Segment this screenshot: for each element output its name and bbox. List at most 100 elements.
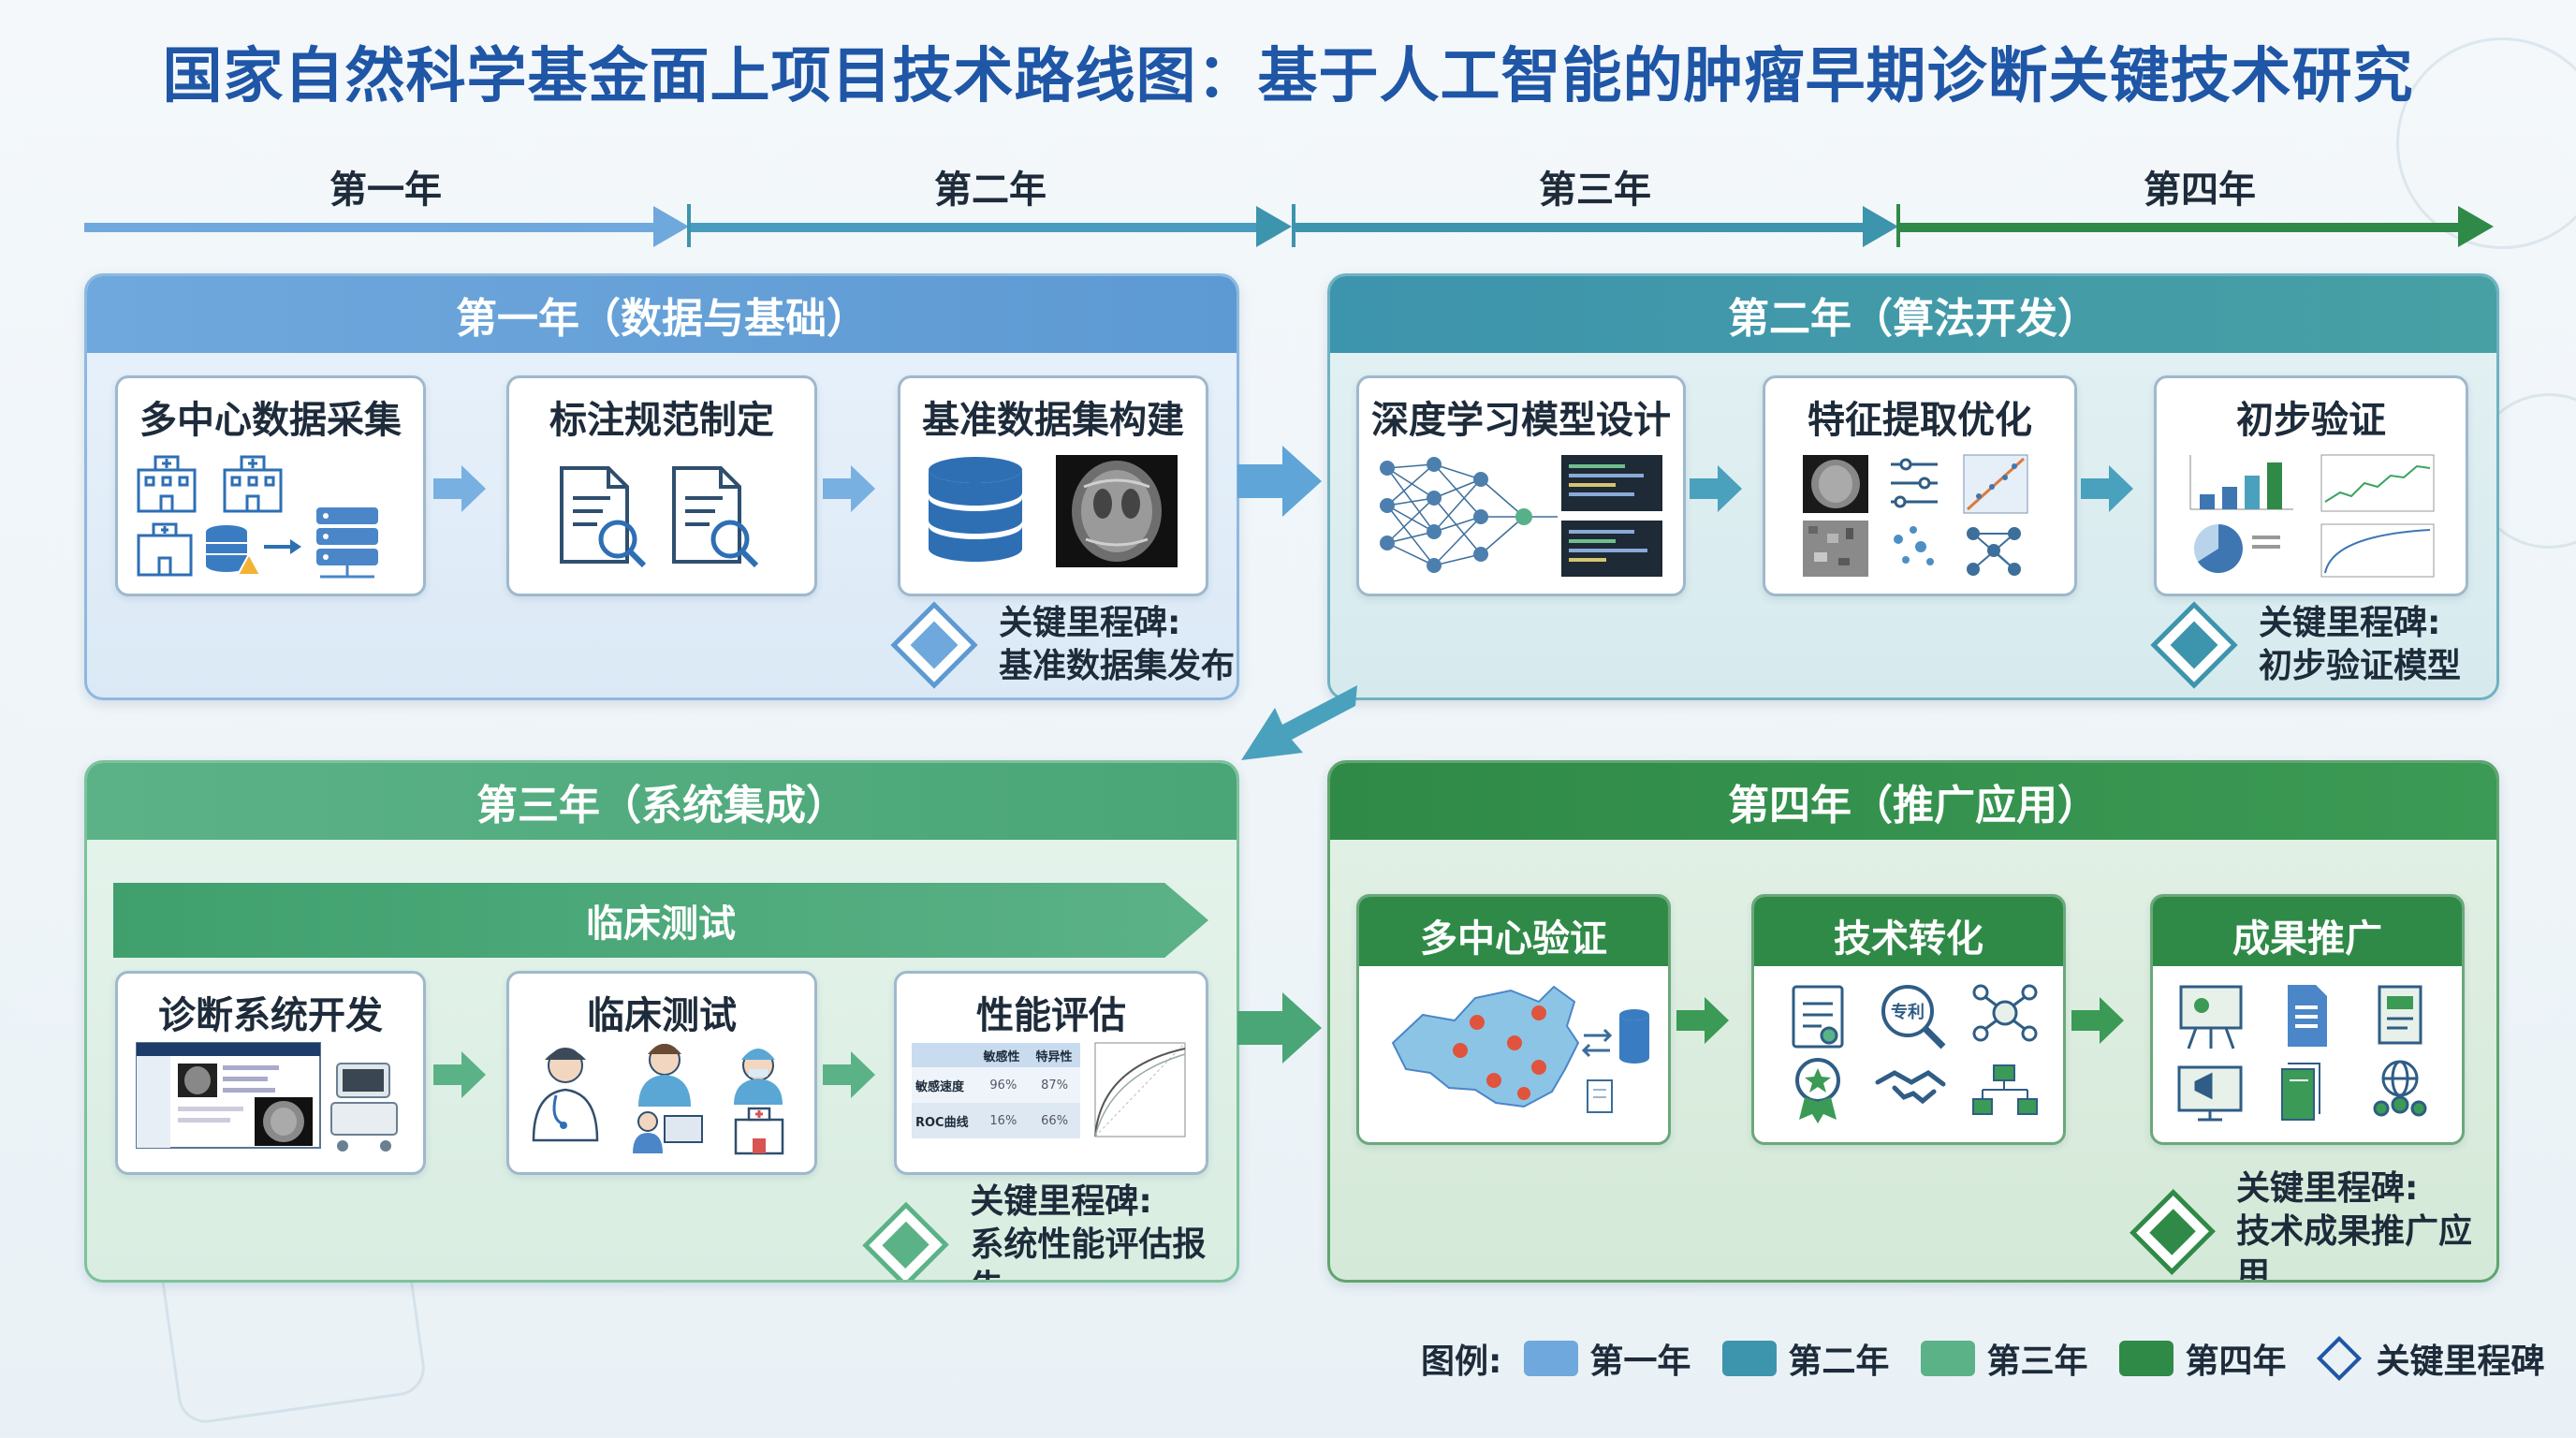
card-multicenter-validation: 多中心验证	[1356, 894, 1671, 1145]
timeline-label-year1: 第一年	[329, 169, 442, 212]
legend-item-milestone: 关键里程碑	[2317, 1334, 2544, 1383]
card-title: 成果推广	[2232, 917, 2382, 961]
pie-chart-image	[2194, 524, 2280, 573]
server-icon	[316, 507, 378, 579]
award-badge-icon	[1795, 1058, 1840, 1123]
panel-year3: 第三年（系统集成） 临床测试 诊断系统开发	[84, 760, 1239, 1283]
bar-chart-image	[2189, 455, 2293, 510]
milestone-diamond-icon	[2150, 601, 2238, 689]
milestone-diamond-icon	[2317, 1335, 2363, 1382]
panel-header-year1: 第一年（数据与基础）	[87, 276, 1237, 353]
card-clinical-testing: 临床测试	[506, 971, 817, 1175]
card-title: 临床测试	[587, 994, 737, 1037]
card-title: 性能评估	[976, 994, 1126, 1037]
card-title: 基准数据集构建	[922, 399, 1184, 442]
timeline-arrow-year2	[691, 206, 1292, 247]
panel-year4: 第四年（推广应用） 多中心验证	[1327, 760, 2499, 1283]
timeline-tick	[1896, 204, 1900, 247]
milestone-label: 关键里程碑:	[2236, 1169, 2419, 1208]
legend-item-year1: 第一年	[1524, 1334, 1690, 1383]
card-diagnosis-system: 诊断系统开发	[115, 971, 426, 1175]
scatter-dots-icon	[1894, 526, 1934, 565]
roc-curve-image	[1094, 1042, 1186, 1137]
legend-item-year2: 第二年	[1722, 1334, 1889, 1383]
china-map-illustration	[1374, 977, 1653, 1129]
neural-network-icon	[1386, 463, 1558, 566]
brain-mri-image	[1056, 455, 1178, 567]
doctor-icon	[532, 1048, 599, 1142]
milestone-diamond-icon	[890, 601, 978, 689]
org-chart-icon	[1972, 1064, 2038, 1115]
document-icon	[2288, 985, 2327, 1047]
milestone-year2: 关键里程碑: 初步验证模型	[2150, 601, 2462, 689]
document-search-illustration	[524, 449, 799, 580]
table-header: 特异性	[1035, 1049, 1073, 1064]
handshake-icon	[1875, 1070, 1946, 1105]
hospital-database-illustration	[133, 449, 408, 580]
card-title: 诊断系统开发	[158, 994, 383, 1037]
card-multicenter-data-collection: 多中心数据采集	[115, 375, 426, 596]
flow-arrow	[433, 1051, 486, 1098]
background-circle	[2396, 37, 2576, 249]
sliders-icon	[1891, 458, 1938, 508]
milestone-label: 关键里程碑:	[2259, 604, 2441, 642]
flow-arrow	[823, 1051, 875, 1098]
panel-header-year2: 第二年（算法开发）	[1330, 276, 2496, 353]
timeline-label-year2: 第二年	[934, 169, 1046, 212]
table-cell: 敏感速度	[915, 1079, 965, 1094]
panel-year1: 第一年（数据与基础） 多中心数据采集	[84, 273, 1239, 700]
sync-arrows-icon	[1581, 1028, 1613, 1058]
legend: 图例: 第一年 第二年 第三年 第四年 关键里程碑	[1421, 1334, 2544, 1383]
flow-arrow	[823, 465, 875, 512]
card-title: 深度学习模型设计	[1371, 399, 1671, 442]
feature-extraction-illustration	[1780, 449, 2059, 580]
milestone-text: 初步验证模型	[2259, 647, 2462, 685]
clinical-staff-illustration	[524, 1037, 799, 1159]
timeline-arrow-year1	[84, 206, 689, 247]
card-title: 特征提取优化	[1808, 399, 2032, 442]
megaphone-monitor-icon	[2177, 1065, 2243, 1122]
legend-title: 图例:	[1421, 1343, 1502, 1381]
report-icon	[2378, 985, 2422, 1045]
tech-transfer-illustration: 专利	[1769, 977, 2048, 1129]
milestone-label: 关键里程碑:	[999, 604, 1181, 642]
panel-year2: 第二年（算法开发） 深度学习模型设计	[1327, 273, 2499, 700]
table-header: 敏感性	[983, 1049, 1020, 1064]
code-window	[1561, 455, 1662, 511]
panel-header-year3: 第三年（系统集成）	[87, 763, 1237, 840]
card-benchmark-dataset: 基准数据集构建	[898, 375, 1208, 596]
texture-image	[1803, 521, 1868, 577]
card-title: 标注规范制定	[549, 399, 774, 442]
software-window-image	[136, 1042, 321, 1149]
legend-item-year4: 第四年	[2119, 1334, 2286, 1383]
roc-curve-image	[2320, 523, 2435, 578]
document-icon	[1587, 1079, 1613, 1113]
timeline-tick	[1292, 204, 1295, 247]
timeline-arrow-year3	[1295, 206, 1898, 247]
hospital-icon	[137, 455, 197, 513]
network-graph-icon	[1967, 527, 2021, 576]
table-cell: ROC曲线	[915, 1115, 969, 1130]
card-title: 初步验证	[2236, 399, 2386, 442]
line-chart-image	[2320, 454, 2435, 512]
certificate-icon	[1792, 985, 1844, 1049]
card-title: 技术转化	[1834, 917, 1983, 961]
china-map-image	[1391, 985, 1580, 1108]
hospital-icon	[223, 455, 283, 513]
milestone-diamond-icon	[2130, 1189, 2217, 1275]
patient-computer-icon	[633, 1111, 703, 1153]
flow-arrow	[2081, 465, 2133, 512]
nurse-icon	[638, 1044, 691, 1107]
database-icon	[929, 457, 1022, 562]
table-cell: 16%	[989, 1113, 1017, 1128]
card-preliminary-validation: 初步验证	[2154, 375, 2468, 596]
neural-network-illustration	[1374, 449, 1668, 580]
card-results-promotion: 成果推广	[2150, 894, 2465, 1145]
hospital-icon	[734, 1107, 784, 1155]
card-title: 多中心数据采集	[139, 399, 402, 442]
table-cell: 66%	[1041, 1113, 1069, 1128]
clinical-testing-banner: 临床测试	[113, 883, 1208, 958]
promotion-illustration	[2168, 977, 2447, 1129]
milestone-label: 关键里程碑:	[970, 1182, 1152, 1221]
legend-item-year3: 第三年	[1921, 1334, 2087, 1383]
